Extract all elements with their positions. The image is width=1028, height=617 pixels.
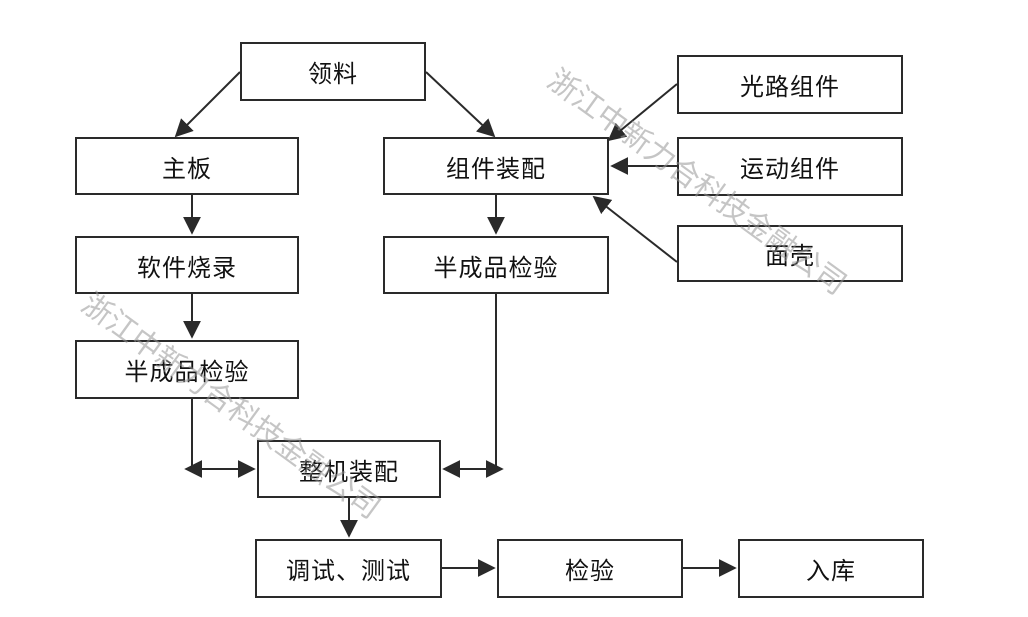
node-zhengji-zhuangpei: 整机装配 <box>257 440 441 498</box>
node-ruanjian-shaolu: 软件烧录 <box>75 236 299 294</box>
arrow-guanglu-to-zujian <box>607 83 678 142</box>
arrow-miankai-to-zujian <box>592 195 678 263</box>
arrow-bcp-right-to-zhengji <box>442 294 497 478</box>
node-tiaoshi-ceshi: 调试、测试 <box>255 539 442 598</box>
arrow-lingliao-to-zujian <box>425 71 496 138</box>
arrow-lingliao-to-zhuban <box>174 71 241 138</box>
node-ruku: 入库 <box>738 539 924 598</box>
node-guanglu-zujian: 光路组件 <box>677 55 903 114</box>
node-banchengpin-jianyan-right: 半成品检验 <box>383 236 609 294</box>
node-miankai: 面壳 <box>677 225 903 282</box>
node-zhuban: 主板 <box>75 137 299 195</box>
node-zujian-zhuangpei: 组件装配 <box>383 137 609 195</box>
node-banchengpin-jianyan-left: 半成品检验 <box>75 340 299 399</box>
node-jianyan: 检验 <box>497 539 683 598</box>
node-yundong-zujian: 运动组件 <box>677 137 903 196</box>
arrow-bcp-left-to-zhengji <box>191 399 256 478</box>
node-lingliao: 领料 <box>240 42 426 101</box>
